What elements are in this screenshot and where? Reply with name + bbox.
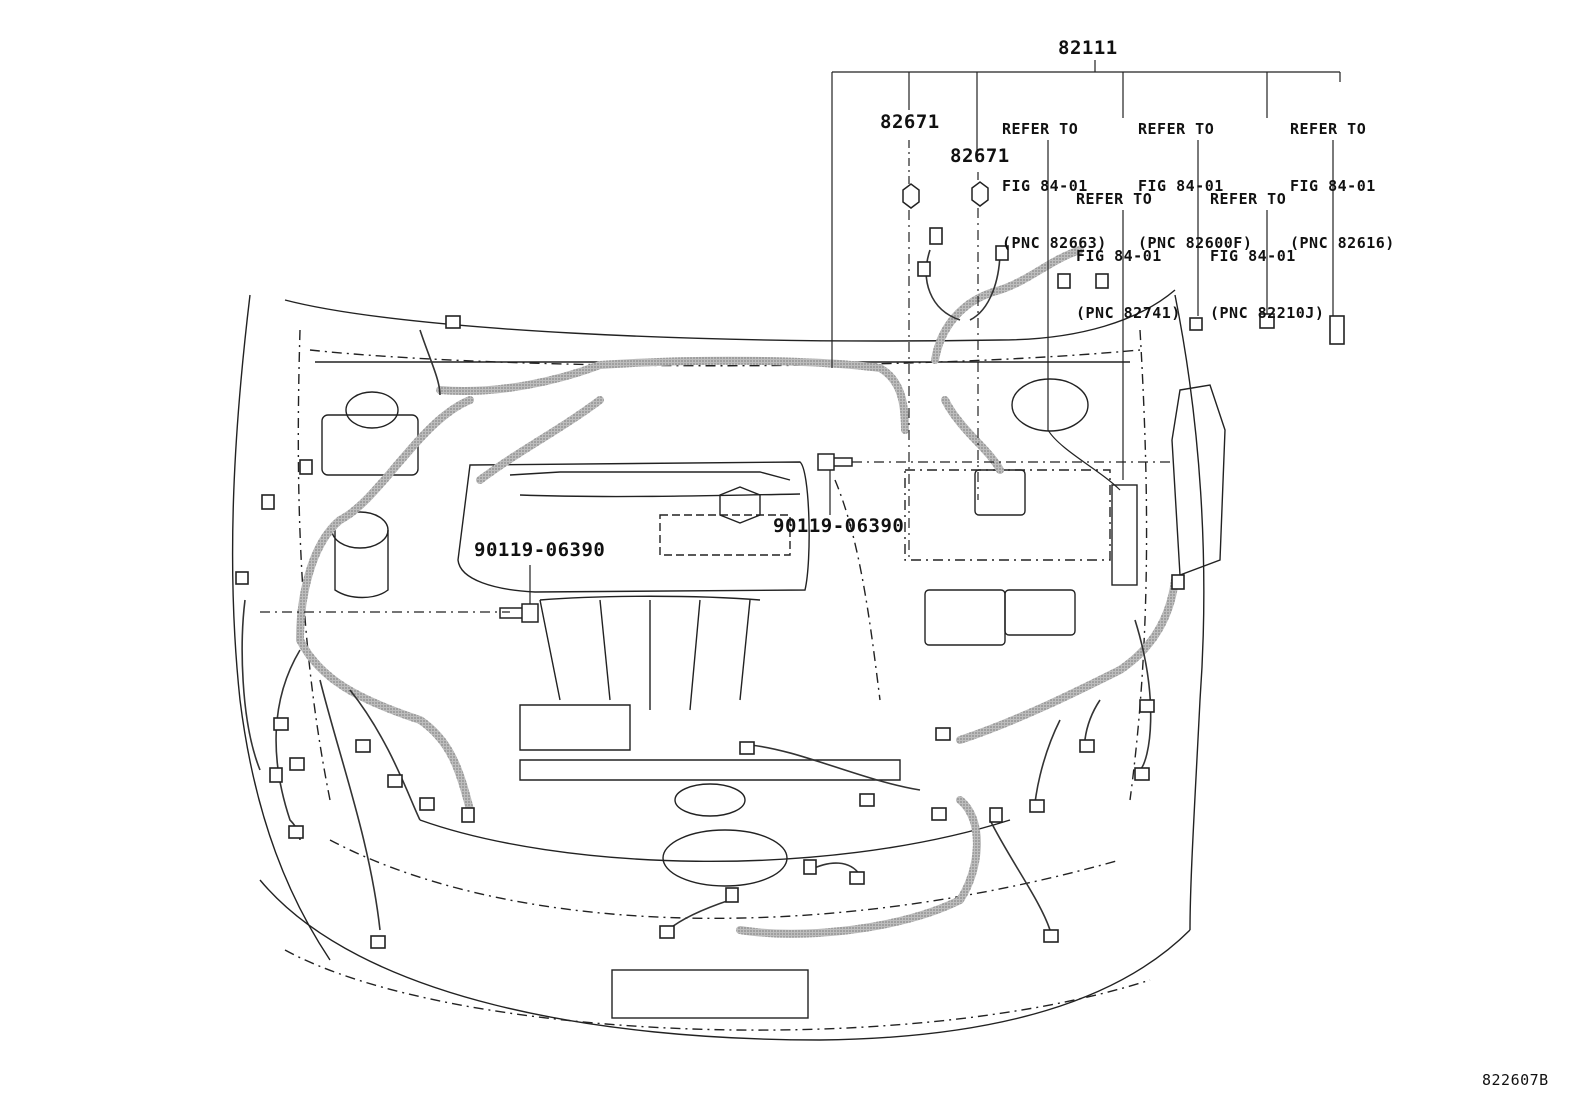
reference-line-3: (PNC 82210J) <box>1210 304 1325 322</box>
reference-pnc-82741[interactable]: REFER TO FIG 84-01 (PNC 82741) <box>1076 152 1181 342</box>
harness-center-down <box>476 396 604 484</box>
reference-pnc-82600f[interactable]: REFER TO FIG 84-01 (PNC 82600F) <box>1138 82 1252 272</box>
reference-line-1: REFER TO <box>1076 190 1153 208</box>
harness-right-top <box>931 246 1084 364</box>
cam-cover <box>457 461 810 593</box>
reference-line-3: (PNC 82663) <box>1002 234 1107 252</box>
part-number-bolt-a[interactable]: 90119-06390 <box>474 539 606 561</box>
battery-box <box>924 589 1006 646</box>
reference-pnc-82616[interactable]: REFER TO FIG 84-01 (PNC 82616) <box>1290 82 1395 272</box>
reference-line-1: REFER TO <box>1210 190 1287 208</box>
reference-line-3: (PNC 82616) <box>1290 234 1395 252</box>
part-number-clamp-b[interactable]: 82671 <box>950 145 1010 167</box>
bolt-left <box>499 603 539 623</box>
reference-line-2: FIG 84-01 <box>1076 247 1162 265</box>
emblem <box>662 829 788 887</box>
reference-line-1: REFER TO <box>1002 120 1079 138</box>
harness-main-top <box>436 356 909 434</box>
bolt-right <box>817 453 853 471</box>
harness-right-module <box>941 396 1004 474</box>
reference-pnc-82663[interactable]: REFER TO FIG 84-01 (PNC 82663) <box>1002 82 1107 272</box>
fender-right-outline <box>1174 294 1205 931</box>
clamp-82671-a <box>902 183 920 209</box>
strut-tower-right <box>1011 378 1089 432</box>
reference-line-2: FIG 84-01 <box>1290 177 1376 195</box>
part-number-clamp-a[interactable]: 82671 <box>880 111 940 133</box>
reference-line-3: (PNC 82600F) <box>1138 234 1253 252</box>
clamp-82671-b <box>971 181 989 207</box>
illustration-number: 822607B <box>1482 1071 1549 1089</box>
reference-line-3: (PNC 82741) <box>1076 304 1181 322</box>
reference-line-2: FIG 84-01 <box>1210 247 1296 265</box>
harness-left-front <box>296 636 474 814</box>
fender-left-outline <box>231 294 331 961</box>
harness-right-front <box>956 576 1179 744</box>
reference-line-2: FIG 84-01 <box>1002 177 1088 195</box>
part-number-main-harness[interactable]: 82111 <box>1058 37 1118 59</box>
harness-left-drop <box>296 396 474 644</box>
intake-manifold <box>539 599 751 711</box>
reference-pnc-82210j[interactable]: REFER TO FIG 84-01 (PNC 82210J) <box>1210 152 1324 342</box>
harness-bottom <box>736 796 981 938</box>
coolant-reservoir <box>321 414 419 476</box>
part-number-bolt-b[interactable]: 90119-06390 <box>773 515 905 537</box>
front-bumper-outline <box>259 879 1191 1041</box>
reference-line-2: FIG 84-01 <box>1138 177 1224 195</box>
license-plate-area <box>611 969 809 1019</box>
reference-line-1: REFER TO <box>1138 120 1215 138</box>
reference-line-1: REFER TO <box>1290 120 1367 138</box>
hood-opening-outline <box>284 289 1176 342</box>
